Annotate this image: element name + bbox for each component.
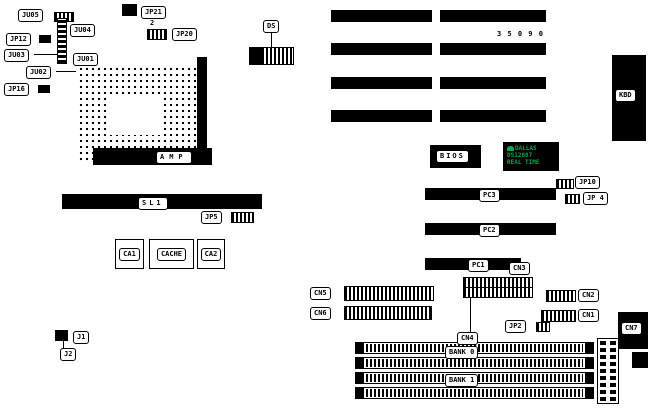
rtc-type: REAL TIME bbox=[507, 159, 540, 166]
rtc-chip: DALLAS DS12887 REAL TIME bbox=[503, 142, 559, 171]
jp12-connector bbox=[39, 35, 51, 43]
cn4-wire bbox=[470, 297, 471, 333]
cache-chip-ca1: CA1 bbox=[115, 239, 144, 269]
isa-slot-2-right bbox=[440, 43, 546, 55]
isa-slot-2-left bbox=[331, 43, 432, 55]
ju03-wire bbox=[34, 54, 57, 55]
isa-slot-4-right bbox=[440, 110, 546, 122]
cache-chip-main: CACHE bbox=[149, 239, 194, 269]
rtc-model: DS12887 bbox=[507, 152, 533, 159]
j1-label: J1 bbox=[73, 331, 90, 344]
cn1-connector bbox=[541, 310, 576, 322]
cache-chip-ca2: CA2 bbox=[197, 239, 225, 269]
power-pin-column bbox=[610, 341, 616, 401]
cn5-label: CN5 bbox=[310, 287, 331, 300]
dallas-logo-icon bbox=[507, 146, 514, 151]
ds-connector-block bbox=[250, 48, 263, 64]
sl1-label: SL1 bbox=[138, 197, 168, 210]
jp2-label: JP2 bbox=[505, 320, 526, 333]
cpu-socket-hole bbox=[108, 95, 163, 135]
cn2-connector bbox=[546, 290, 576, 302]
bios-label: BIOS bbox=[436, 150, 469, 163]
pc3-label: PC3 bbox=[479, 189, 500, 202]
ca2-label: CA2 bbox=[200, 247, 222, 261]
cache-label: CACHE bbox=[156, 247, 187, 261]
ca1-label: CA1 bbox=[119, 247, 140, 261]
isa-slot-1-left bbox=[331, 10, 432, 22]
cpu-socket bbox=[78, 66, 197, 163]
isa-slot-3-left bbox=[331, 77, 432, 89]
cn3-label: CN3 bbox=[509, 262, 530, 275]
ds-label: DS bbox=[263, 20, 280, 33]
jp20-label: JP20 bbox=[172, 28, 197, 41]
pc2-label: PC2 bbox=[479, 224, 500, 237]
jp4-label: JP 4 bbox=[583, 192, 608, 205]
ju02-wire bbox=[56, 71, 76, 72]
cn6-connector bbox=[344, 306, 432, 320]
isa-slot-4-left bbox=[331, 110, 432, 122]
cn7-label: CN7 bbox=[621, 322, 642, 335]
cpu-socket-side-bar bbox=[197, 57, 207, 161]
cn6-label: CN6 bbox=[310, 307, 331, 320]
ju01-label: JU01 bbox=[73, 53, 98, 66]
jp16-connector bbox=[38, 85, 50, 93]
ju04-label: JU04 bbox=[70, 24, 95, 37]
ds-wire bbox=[271, 33, 272, 47]
kbd-label: KBD bbox=[615, 89, 636, 102]
amp-label: AMP bbox=[156, 151, 192, 164]
jp12-label: JP12 bbox=[6, 33, 31, 46]
corner-connector bbox=[632, 352, 648, 368]
j1-connector bbox=[55, 330, 68, 341]
cn5-connector bbox=[344, 286, 434, 301]
ide-connector-cn4 bbox=[463, 287, 533, 298]
cn1-label: CN1 bbox=[578, 309, 599, 322]
jp21-label: JP21 bbox=[141, 6, 166, 19]
simm-socket-row bbox=[355, 387, 594, 399]
ju05-label: JU05 bbox=[18, 9, 43, 22]
ju04-connector bbox=[57, 18, 67, 64]
pc1-label: PC1 bbox=[468, 259, 489, 272]
jp4-connector bbox=[565, 194, 580, 204]
ds-connector bbox=[249, 47, 294, 65]
ju03-label: JU03 bbox=[4, 49, 29, 62]
jp20-count: 2 bbox=[150, 19, 155, 27]
jp16-label: JP16 bbox=[4, 83, 29, 96]
rtc-brand: DALLAS bbox=[515, 145, 537, 152]
jp5-connector bbox=[231, 212, 254, 223]
jp2-connector bbox=[536, 322, 550, 332]
ju02-label: JU02 bbox=[26, 66, 51, 79]
jp20-connector bbox=[147, 29, 167, 40]
cn2-label: CN2 bbox=[578, 289, 599, 302]
board-part-number: 3 5 0 9 0 bbox=[497, 30, 544, 38]
amp-socket-bar bbox=[93, 148, 212, 165]
isa-slot-3-right bbox=[440, 77, 546, 89]
isa-slot-1-right bbox=[440, 10, 546, 22]
bank1-label: BANK 1 bbox=[445, 374, 479, 387]
jp21-connector bbox=[122, 4, 137, 16]
jp5-label: JP5 bbox=[201, 211, 222, 224]
jp10-connector bbox=[556, 179, 574, 189]
cn4-label: CN4 bbox=[457, 332, 478, 345]
bank0-label: BANK 0 bbox=[445, 346, 479, 359]
power-connector bbox=[597, 338, 619, 404]
power-pin-column bbox=[600, 341, 606, 401]
jp10-label: JP10 bbox=[575, 176, 600, 189]
j2-label: J2 bbox=[60, 348, 77, 361]
j2-wire bbox=[63, 341, 64, 349]
